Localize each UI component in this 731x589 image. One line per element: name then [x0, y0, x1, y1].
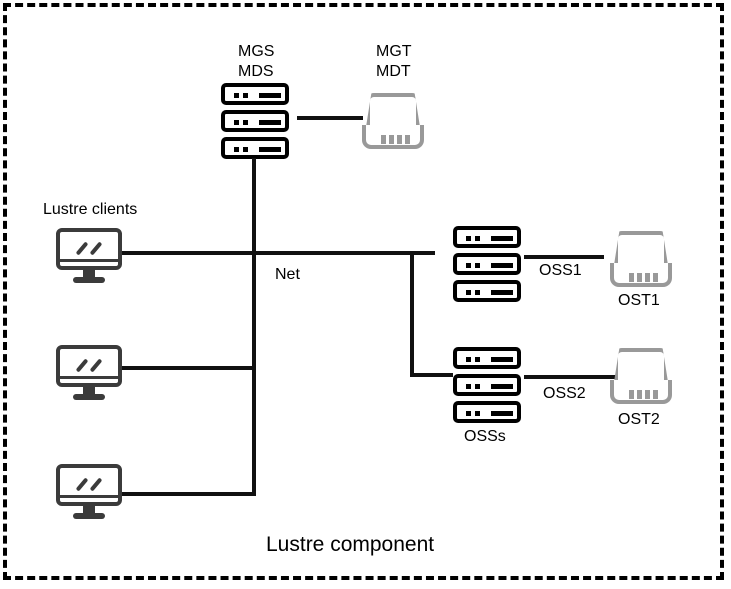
monitor-divider-icon: [60, 495, 118, 498]
server-unit: [221, 137, 289, 159]
ost2-disk-icon[interactable]: [610, 345, 672, 407]
server-led-icon: [243, 147, 248, 152]
server-led-icon: [466, 357, 471, 362]
server-led-icon: [243, 120, 248, 125]
disk-led-icon: [389, 135, 394, 144]
ost1-disk-icon[interactable]: [610, 228, 672, 290]
monitor-screen-icon: [56, 464, 122, 506]
monitor-screen-icon: [56, 345, 122, 387]
oss2-server[interactable]: [453, 347, 521, 423]
server-unit: [453, 374, 521, 396]
link-oss1-to-ost1: [524, 255, 604, 259]
server-led-icon: [234, 120, 239, 125]
link-oss2-to-ost2: [524, 375, 616, 379]
lustre-client-2[interactable]: [56, 345, 122, 401]
link-branch-to-oss2: [410, 373, 453, 377]
monitor-glyph-icon: [89, 477, 103, 492]
server-led-icon: [466, 236, 471, 241]
server-led-icon: [466, 384, 471, 389]
server-unit: [221, 83, 289, 105]
oss2-label: OSS2: [543, 385, 586, 402]
server-led-icon: [475, 384, 480, 389]
link-client2-to-trunk: [122, 366, 256, 370]
server-led-icon: [475, 236, 480, 241]
disk-led-icon: [653, 390, 658, 399]
server-led-icon: [475, 290, 480, 295]
server-unit: [453, 253, 521, 275]
server-led-icon: [234, 147, 239, 152]
lustre-client-1[interactable]: [56, 228, 122, 284]
oss1-label: OSS1: [539, 262, 582, 279]
disk-led-icon: [405, 135, 410, 144]
server-led-icon: [234, 93, 239, 98]
server-led-icon: [475, 357, 480, 362]
mgs-mds-server[interactable]: [221, 83, 289, 159]
monitor-base-icon: [73, 513, 105, 519]
disk-led-icon: [653, 273, 658, 282]
link-mds-to-mdt: [297, 116, 363, 120]
network-branch-to-oss2: [410, 251, 414, 377]
disk-led-icon: [637, 390, 642, 399]
network-trunk-vertical: [252, 158, 256, 496]
server-bay-icon: [259, 93, 281, 98]
disk-led-icon: [629, 273, 634, 282]
monitor-glyph-icon: [75, 477, 89, 492]
server-bay-icon: [491, 290, 513, 295]
monitor-stand-icon: [83, 270, 95, 278]
net-label: Net: [275, 266, 300, 283]
server-led-icon: [466, 263, 471, 268]
server-unit: [453, 226, 521, 248]
disk-led-icon: [381, 135, 386, 144]
server-unit: [221, 110, 289, 132]
lustre-client-3[interactable]: [56, 464, 122, 520]
disk-led-icon: [645, 390, 650, 399]
monitor-divider-icon: [60, 259, 118, 262]
server-bay-icon: [491, 236, 513, 241]
server-led-icon: [466, 411, 471, 416]
osss-label: OSSs: [464, 428, 506, 445]
disk-led-icon: [397, 135, 402, 144]
monitor-base-icon: [73, 277, 105, 283]
server-unit: [453, 347, 521, 369]
server-bay-icon: [491, 357, 513, 362]
server-bay-icon: [259, 147, 281, 152]
server-bay-icon: [491, 263, 513, 268]
lustre-clients-label: Lustre clients: [43, 201, 138, 218]
server-unit: [453, 401, 521, 423]
ost1-label: OST1: [618, 292, 660, 309]
server-led-icon: [466, 290, 471, 295]
monitor-glyph-icon: [75, 358, 89, 373]
monitor-glyph-icon: [89, 241, 103, 256]
server-bay-icon: [259, 120, 281, 125]
server-bay-icon: [491, 384, 513, 389]
disk-top-icon: [366, 93, 420, 127]
oss1-server[interactable]: [453, 226, 521, 302]
monitor-base-icon: [73, 394, 105, 400]
monitor-stand-icon: [83, 506, 95, 514]
server-led-icon: [475, 411, 480, 416]
mgt-mdt-label: MGT MDT: [376, 43, 412, 80]
server-unit: [453, 280, 521, 302]
disk-top-icon: [614, 231, 668, 265]
monitor-glyph-icon: [75, 241, 89, 256]
monitor-stand-icon: [83, 387, 95, 395]
disk-led-icon: [637, 273, 642, 282]
mgt-mdt-disk-icon[interactable]: [362, 90, 424, 152]
disk-led-icon: [629, 390, 634, 399]
disk-top-icon: [614, 348, 668, 382]
server-led-icon: [475, 263, 480, 268]
monitor-glyph-icon: [89, 358, 103, 373]
server-bay-icon: [491, 411, 513, 416]
diagram-title: Lustre component: [266, 533, 435, 556]
network-bus-horizontal: [122, 251, 435, 255]
link-client3-to-trunk: [122, 492, 256, 496]
ost2-label: OST2: [618, 411, 660, 428]
server-led-icon: [243, 93, 248, 98]
mgs-mds-label: MGS MDS: [238, 43, 275, 80]
disk-led-icon: [645, 273, 650, 282]
monitor-screen-icon: [56, 228, 122, 270]
lustre-component-boundary: [3, 3, 724, 580]
monitor-divider-icon: [60, 376, 118, 379]
